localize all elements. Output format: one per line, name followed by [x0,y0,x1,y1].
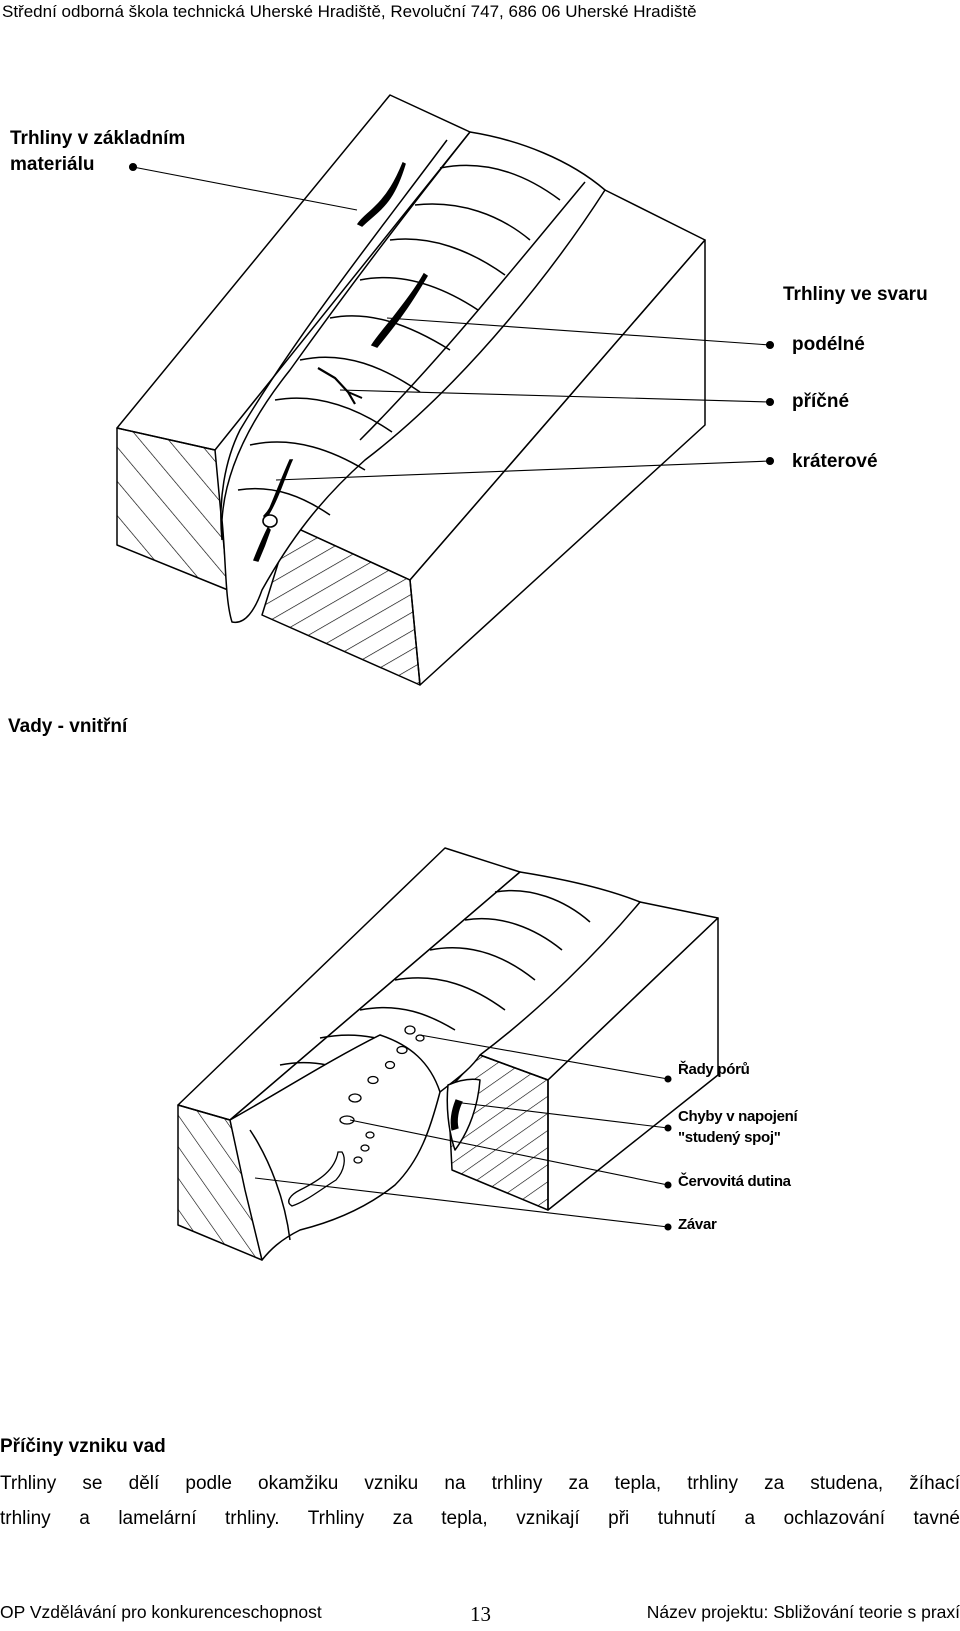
base-crack-label-1: Trhliny v základním [10,128,186,149]
callout-transverse: příčné [792,391,850,412]
wormhole [288,1151,345,1207]
weld-crack-title: Trhliny ve svaru [783,284,928,305]
paragraph-line: trhliny a lamelární trhliny. Trhliny za … [0,1508,960,1529]
internal-defects-drawing [177,847,719,1261]
footer-program: OP Vzdělávání pro konkurenceschopnost [0,1602,322,1622]
longitudinal-crack [370,272,429,348]
callout-crater: kráterové [792,451,878,472]
internal-defects-figure: Řady pórů Chyby v napojení "studený spoj… [0,830,960,1270]
weld-cracks-drawing [116,94,775,686]
callout-longitudinal: podélné [792,334,865,355]
base-crack-label-2: materiálu [10,154,95,175]
weld-cracks-figure: Trhliny v základním materiálu Trhliny ve… [0,0,960,700]
base-material-crack [356,161,406,227]
callout-inclusion: Závar [678,1216,717,1233]
crack-marks [252,161,429,562]
callout-cold-lap-1: Chyby v napojení [678,1108,798,1125]
subheading: Vady - vnitřní [8,716,128,737]
body-paragraph: Trhliny se dělí podle okamžiku vzniku na… [0,1466,960,1536]
callout-wormhole: Červovitá dutina [678,1173,791,1190]
footer-project: Název projektu: Sbližování teorie s prax… [646,1602,960,1622]
section-title: Příčiny vzniku vad [0,1436,166,1457]
callout-pore-rows: Řady pórů [678,1061,750,1078]
page-number: 13 [470,1602,491,1626]
pore-marks [288,1025,425,1207]
paragraph-line: Trhliny se dělí podle okamžiku vzniku na… [0,1473,960,1494]
transverse-crack [317,367,356,405]
page-header: Střední odborná škola technická Uherské … [2,2,697,21]
page-footer: OP Vzdělávání pro konkurenceschopnost 13… [0,1600,960,1628]
callout-cold-lap-2: "studený spoj" [678,1129,781,1146]
